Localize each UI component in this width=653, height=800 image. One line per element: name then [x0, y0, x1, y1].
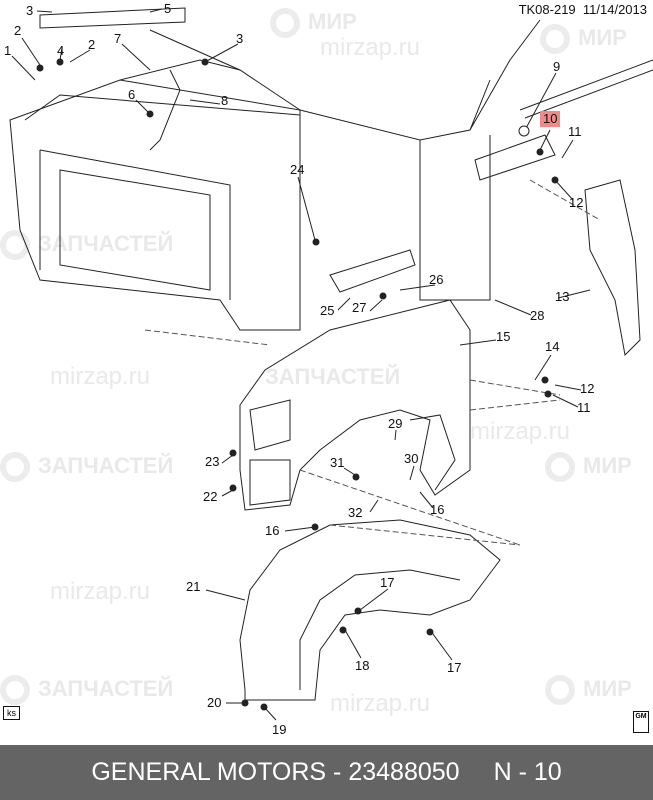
watermark: МИР	[545, 675, 632, 705]
callout: 17	[447, 660, 462, 675]
callout: 18	[355, 658, 370, 673]
watermark-text: ЗАПЧАСТЕЙ	[38, 675, 174, 701]
callout: 14	[545, 339, 560, 354]
callout: 2	[14, 23, 22, 38]
line-art	[9, 7, 653, 721]
callout: 16	[430, 502, 445, 517]
callout: 24	[290, 162, 305, 177]
callout-highlighted: 10	[540, 111, 561, 127]
part-title: GENERAL MOTORS - 23488050	[91, 758, 460, 786]
watermark-pin-icon	[540, 24, 570, 54]
callout: 8	[221, 93, 229, 108]
watermark-text: ЗАПЧАСТЕЙ	[38, 230, 174, 256]
fasteners	[36, 58, 559, 711]
gm-logo: GM	[633, 711, 649, 733]
watermark: ЗАПЧАСТЕЙ	[0, 230, 173, 260]
callout: 23	[205, 454, 220, 469]
watermark: МИР	[540, 24, 627, 54]
callout: 4	[57, 43, 65, 58]
watermark-text: МИР	[308, 8, 357, 34]
watermark-pin-icon	[545, 452, 575, 482]
watermark: ЗАПЧАСТЕЙ	[0, 675, 173, 705]
alignment-lines	[144, 179, 601, 546]
diagram-code: TK08-219	[518, 2, 576, 17]
watermark-text: ЗАПЧАСТЕЙ	[265, 364, 401, 389]
callout: 17	[380, 575, 395, 590]
callout: 5	[164, 1, 172, 16]
callout: 25	[320, 303, 335, 318]
callout: 12	[569, 195, 584, 210]
callout: 3	[26, 3, 34, 18]
watermark-pin-icon	[0, 452, 30, 482]
callout: 22	[203, 489, 218, 504]
watermark-url: mirzap.ru	[330, 690, 431, 717]
callout: 3	[236, 31, 244, 46]
callout: 26	[429, 272, 444, 287]
watermark-url: mirzap.ru	[320, 34, 421, 61]
callout: 30	[404, 451, 419, 466]
watermark: ЗАПЧАСТЕЙ	[0, 452, 173, 482]
callout: 29	[388, 416, 403, 431]
callout: 21	[186, 579, 201, 594]
watermark-text: ЗАПЧАСТЕЙ	[38, 452, 174, 478]
watermark-text: МИР	[578, 24, 627, 50]
callout: 12	[580, 381, 595, 396]
callout: 11	[577, 400, 591, 415]
callout: 13	[555, 289, 570, 304]
callout: 7	[114, 31, 122, 46]
watermark-url: mirzap.ru	[50, 363, 151, 390]
watermark-pin-icon	[545, 675, 575, 705]
watermark-text: МИР	[583, 452, 632, 478]
callout: 9	[553, 59, 561, 74]
callout: 11	[568, 124, 582, 139]
watermark: МИР	[545, 452, 632, 482]
callout: 16	[265, 523, 280, 538]
callout: 31	[330, 455, 345, 470]
watermark: МИР	[270, 8, 357, 38]
watermark: ЗАПЧАСТЕЙ	[265, 365, 400, 389]
wheelhouse-liner	[239, 519, 501, 701]
leader-lines	[11, 8, 591, 721]
part-page: N - 10	[493, 758, 562, 786]
watermark-text: МИР	[583, 675, 632, 701]
callout: 15	[496, 329, 511, 344]
parts-diagram: МИР МИР mirzap.ru ЗАПЧАСТЕЙ mirzap.ru ЗА…	[0, 1, 653, 737]
callout: 6	[128, 87, 136, 102]
fender	[239, 299, 471, 511]
watermark-pin-icon	[0, 230, 30, 260]
diagram-date: 11/14/2013	[582, 2, 647, 17]
callout: 27	[352, 300, 367, 315]
plug-part-9	[518, 125, 530, 137]
callout: 1	[4, 43, 12, 58]
diagram-header: TK08-219 11/14/2013	[519, 2, 647, 17]
watermark-url: mirzap.ru	[470, 418, 571, 445]
watermark-pin-icon	[0, 675, 30, 705]
callout: 19	[272, 722, 287, 737]
callout: 28	[530, 308, 545, 323]
watermark-url: mirzap.ru	[50, 578, 151, 605]
watermark-pin-icon	[270, 8, 300, 38]
callout: 32	[348, 505, 363, 520]
bottom-bar: GENERAL MOTORS - 23488050 N - 10	[0, 745, 653, 800]
callout: 20	[207, 695, 222, 710]
front-structure	[9, 7, 653, 357]
callout: 2	[88, 37, 96, 52]
ks-tag: ks	[3, 706, 20, 720]
